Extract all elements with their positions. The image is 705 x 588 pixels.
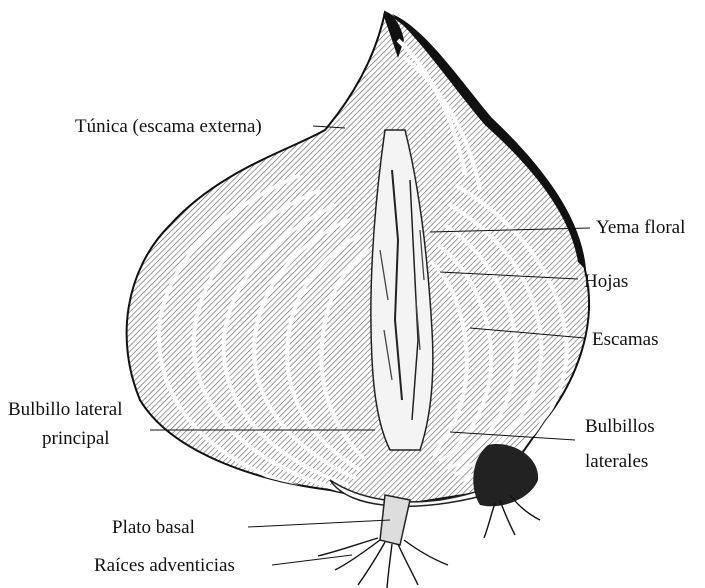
label-plato-basal: Plato basal (112, 517, 195, 538)
lateral-bulblet (473, 444, 538, 506)
label-hojas: Hojas (584, 271, 628, 292)
label-escamas: Escamas (592, 329, 658, 350)
label-bulbillo-principal-1: Bulbillo lateral (8, 399, 123, 420)
adventitious-roots (318, 495, 540, 588)
label-tunica: Túnica (escama externa) (75, 116, 262, 137)
label-bulbillos-laterales-1: Bulbillos (585, 416, 655, 437)
label-yema-floral: Yema floral (596, 217, 685, 238)
label-raices-adventicias: Raíces adventicias (94, 555, 235, 576)
bulb-body (127, 12, 589, 545)
label-bulbillos-laterales-2: laterales (585, 451, 648, 472)
label-bulbillo-principal-2: principal (42, 428, 110, 449)
